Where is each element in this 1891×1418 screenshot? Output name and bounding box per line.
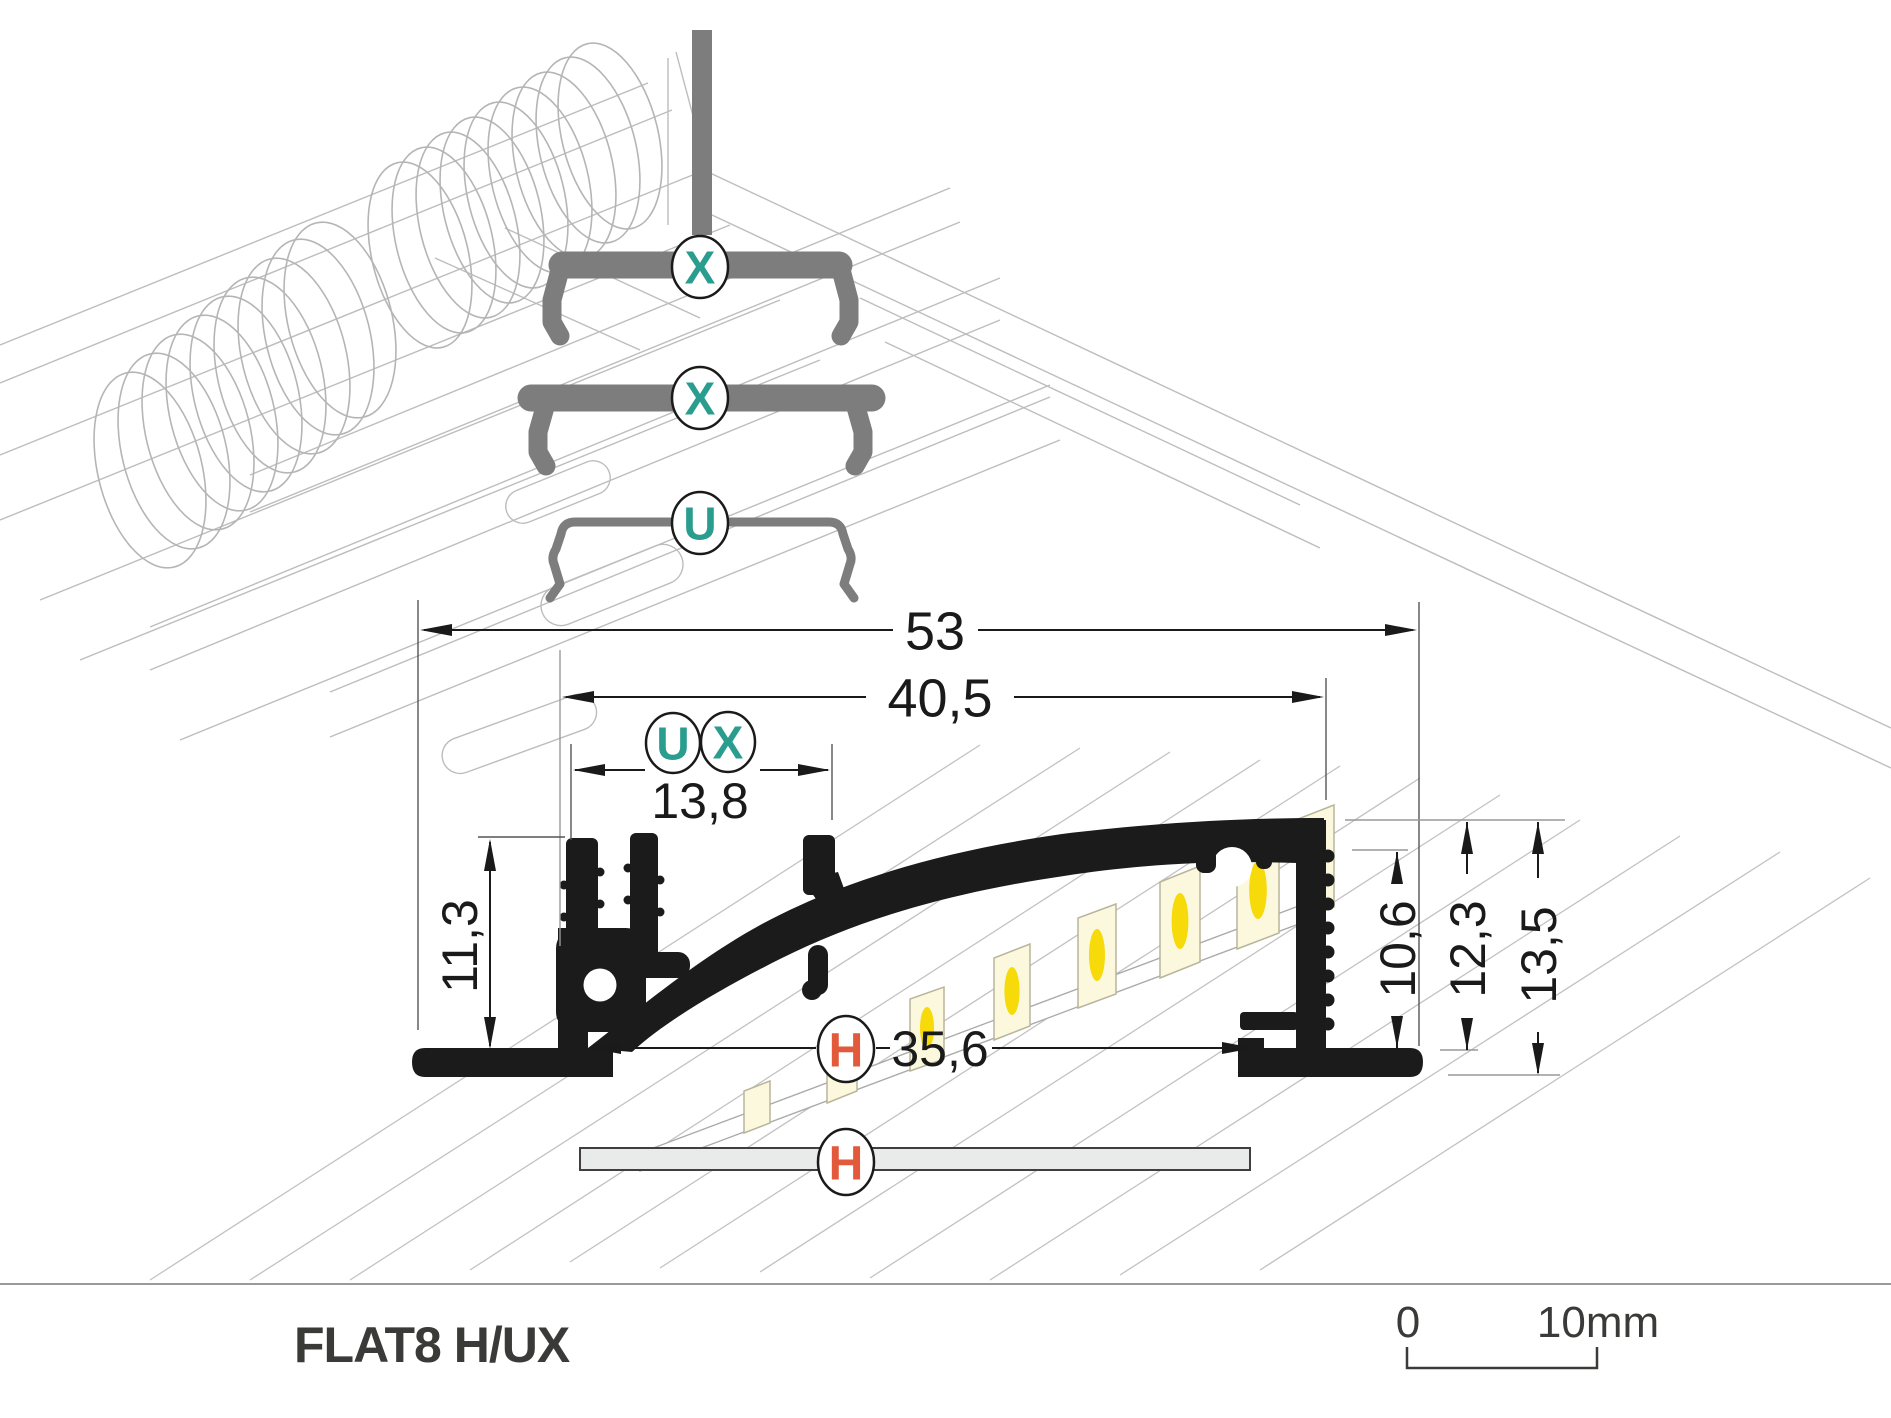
marker-circle-x-mid <box>670 365 730 431</box>
dimension-12-3: 12,3 <box>1345 819 1565 1050</box>
marker-circle-x-top <box>670 234 730 300</box>
dimension-13-8: 13,8 <box>570 744 833 840</box>
led-chip <box>743 1079 771 1135</box>
dim-total-height-label: 13,5 <box>1511 906 1567 1003</box>
marker-pair-x-label: X <box>713 717 744 769</box>
right-wall <box>1296 820 1326 1048</box>
product-title: FLAT8 H/UX <box>294 1317 570 1373</box>
marker-x-mid-label: X <box>685 373 716 425</box>
led-die <box>1249 861 1267 919</box>
left-flange <box>412 1048 613 1077</box>
notch-tooth-left <box>1196 845 1216 873</box>
dimension-35-6: 35,6 <box>589 1021 1254 1077</box>
dim-left-depth-label: 11,3 <box>432 899 488 993</box>
marker-h-base-label: H <box>829 1024 864 1077</box>
fin-3-foot <box>803 872 846 902</box>
marker-u-label: U <box>683 498 716 550</box>
dimension-13-5: 13,5 <box>1448 822 1567 1076</box>
led-die <box>920 1007 934 1049</box>
dim-clip-seat-width-label: 13,8 <box>651 773 748 829</box>
dim-base-width-label: 35,6 <box>891 1021 988 1077</box>
coil-spring-upper <box>367 42 663 349</box>
dimension-10-6: 10,6 <box>1352 849 1478 1051</box>
dim-mid-height-label: 12,3 <box>1440 900 1496 997</box>
dimension-11-3: 11,3 <box>432 836 565 1049</box>
marker-h-diffuser-label: H <box>829 1137 864 1190</box>
scale-bar-bracket <box>1405 1347 1599 1370</box>
mount-fin-1 <box>566 838 598 960</box>
notch-tooth-right <box>1256 845 1272 869</box>
mount-fin-2 <box>630 833 658 961</box>
marker-circle-h-base <box>816 1014 876 1084</box>
strip-ledge <box>1240 1012 1298 1030</box>
scale-10mm-label: 10mm <box>1537 1298 1659 1347</box>
marker-pair-u-label: U <box>656 718 689 770</box>
round-notch <box>1212 847 1252 887</box>
variant-markers: X X U U X H H <box>644 234 876 1197</box>
marker-circle-u <box>670 490 730 556</box>
diffuser-cover-plate <box>579 1147 1251 1171</box>
marker-x-top-label: X <box>685 242 716 294</box>
isometric-background-lines <box>0 51 1891 1281</box>
led-die <box>1171 893 1189 949</box>
dim-inner-width-label: 40,5 <box>887 668 992 728</box>
dim-total-width-label: 53 <box>905 601 965 661</box>
footer: FLAT8 H/UX 0 10mm <box>0 1283 1891 1373</box>
dim-inner-height-label: 10,6 <box>1370 900 1426 997</box>
marker-circle-pair-x <box>699 710 757 774</box>
panel-slot-hole <box>540 543 684 627</box>
led-die <box>1089 929 1105 981</box>
arched-cover <box>588 818 1324 1052</box>
dimension-53: 53 <box>417 600 1420 1046</box>
panel-slot-hole <box>505 460 611 524</box>
panel-slot-hole <box>441 693 598 775</box>
suspension-rod <box>692 30 712 235</box>
right-flange <box>1238 1048 1423 1077</box>
screw-hole <box>583 968 617 1002</box>
led-die <box>1004 967 1020 1015</box>
marker-circle-h-diffuser <box>816 1127 876 1197</box>
coil-spring-lower <box>93 221 397 569</box>
scale-zero-label: 0 <box>1396 1298 1420 1347</box>
dimension-40-5: 40,5 <box>559 650 1327 946</box>
